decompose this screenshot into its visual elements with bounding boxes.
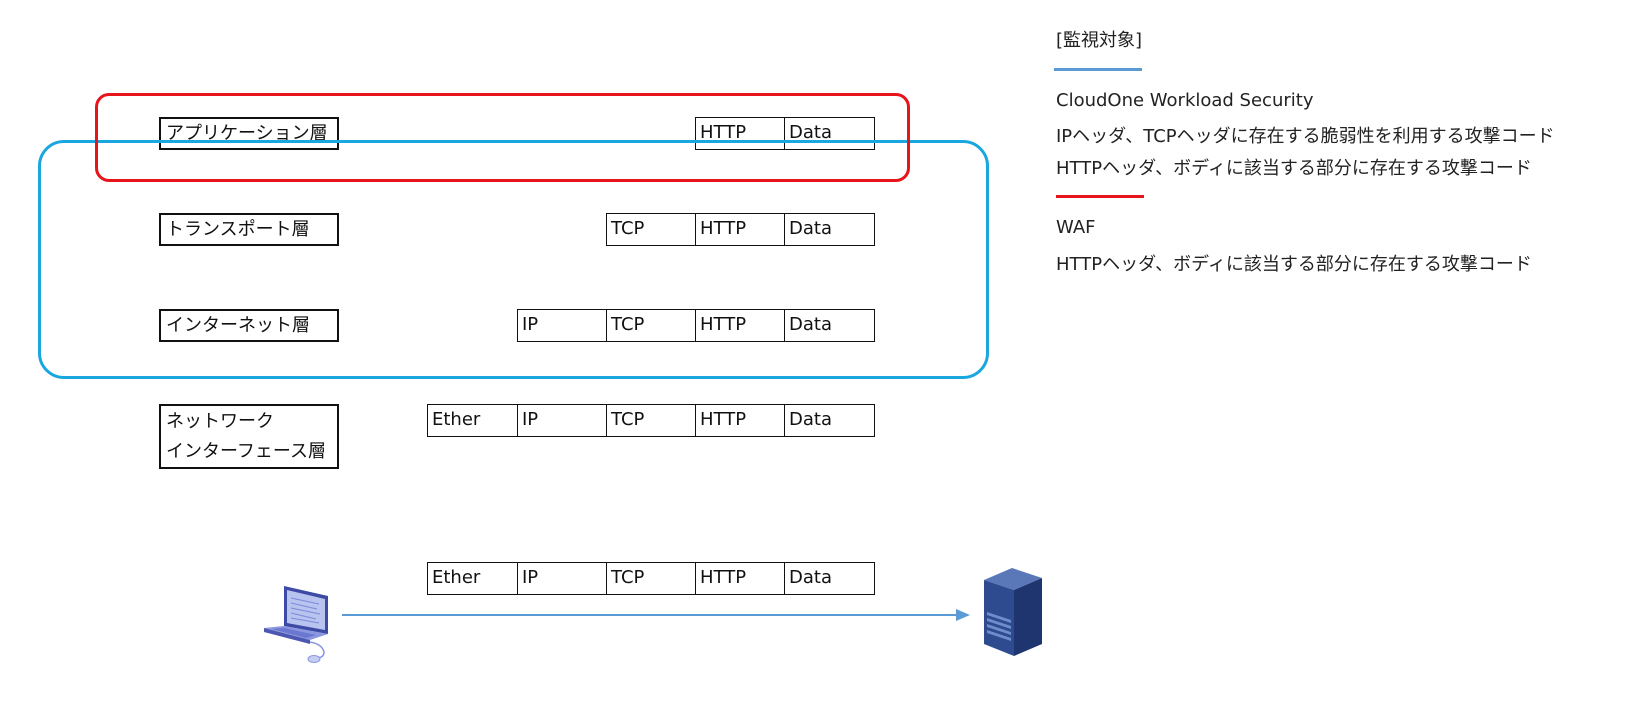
legend-waf-desc-1: HTTPヘッダ、ボディに該当する部分に存在する攻撃コード	[1056, 254, 1532, 275]
packet-cell-data: Data	[784, 309, 875, 342]
legend-waf-line	[1056, 195, 1144, 198]
layer-internet-text: インターネット層	[166, 315, 310, 336]
wire-packet-cell-tcp: TCP	[606, 562, 696, 595]
wire-packet-cell-data: Data	[784, 562, 875, 595]
packet-cell-tcp: TCP	[606, 213, 696, 246]
wire-packet-cell-http: HTTP	[695, 562, 785, 595]
layer-network-interface-line2: インターフェース層	[166, 441, 327, 462]
layer-internet-label: インターネット層	[159, 309, 339, 342]
layer-transport-text: トランスポート層	[166, 219, 310, 240]
layer-network-interface-line1: ネットワーク	[166, 411, 274, 432]
packet-cell-http: HTTP	[695, 309, 785, 342]
packet-cell-data: Data	[784, 117, 875, 150]
cloudone-coverage-zone	[38, 140, 989, 379]
layer-network-interface-label: ネットワーク インターフェース層	[159, 404, 339, 469]
legend-title: [監視対象]	[1056, 30, 1143, 51]
packet-cell-ether: Ether	[427, 404, 518, 437]
packet-cell-ip: IP	[517, 309, 607, 342]
packet-cell-tcp: TCP	[606, 404, 696, 437]
packet-cell-tcp: TCP	[606, 309, 696, 342]
wire-packet-cell-ip: IP	[517, 562, 607, 595]
packet-cell-data: Data	[784, 213, 875, 246]
layer-transport-label: トランスポート層	[159, 213, 339, 246]
packet-cell-http: HTTP	[695, 117, 785, 150]
laptop-icon	[262, 582, 336, 664]
packet-cell-data: Data	[784, 404, 875, 437]
traffic-arrow	[342, 609, 970, 621]
layer-application-text: アプリケーション層	[166, 123, 328, 144]
legend-cloudone-line	[1054, 68, 1142, 71]
server-icon	[982, 566, 1044, 658]
legend-cloudone-name: CloudOne Workload Security	[1056, 90, 1314, 111]
legend-cloudone-desc-1: IPヘッダ、TCPヘッダに存在する脆弱性を利用する攻撃コード	[1056, 126, 1555, 147]
wire-packet-cell-ether: Ether	[427, 562, 518, 595]
packet-cell-ip: IP	[517, 404, 607, 437]
packet-cell-http: HTTP	[695, 404, 785, 437]
packet-cell-http: HTTP	[695, 213, 785, 246]
legend-waf-name: WAF	[1056, 217, 1096, 238]
legend-cloudone-desc-2: HTTPヘッダ、ボディに該当する部分に存在する攻撃コード	[1056, 158, 1532, 179]
layer-application-label: アプリケーション層	[159, 117, 339, 150]
waf-coverage-zone	[95, 93, 910, 182]
